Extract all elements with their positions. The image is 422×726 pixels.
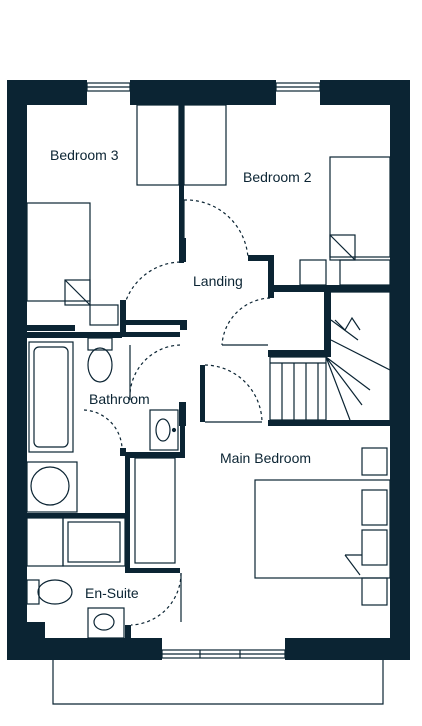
room-label-bedroom2: Bedroom 2: [243, 169, 312, 185]
wall-stair-landing: [268, 350, 331, 357]
toilet-bathroom: [87, 337, 113, 351]
basin-bedroom3: [89, 304, 119, 326]
wardrobe-bedroom2: [183, 104, 227, 186]
wall-bathroom-right: [180, 402, 185, 457]
wall-landing-right-upper: [268, 255, 274, 298]
outer-wall-bottom-left: [7, 638, 162, 660]
door-arc-bedroom2: [183, 199, 249, 259]
outer-wall-bottom-right: [285, 638, 410, 660]
shower-ensuite: [62, 517, 126, 567]
bedside-main-bedroom-bottom: [361, 577, 388, 606]
door-arc-bathroom-lower: [83, 409, 123, 449]
bath: [28, 341, 74, 453]
drawers-bedroom2-right: [339, 259, 391, 286]
wall-bathroom-bottom: [125, 452, 185, 458]
wall-ensuite-top: [27, 513, 127, 518]
toilet-ensuite: [26, 579, 40, 605]
wall-landing-right-return: [248, 255, 270, 261]
outer-wall-right: [390, 80, 410, 660]
staircase: [269, 291, 391, 421]
room-label-bathroom: Bathroom: [89, 391, 150, 407]
wall-ensuite-right: [125, 452, 130, 572]
wall-bedroom3-pier: [180, 320, 187, 330]
wall-stair-divider: [324, 288, 331, 356]
bed-bedroom2: [329, 156, 391, 258]
bed-bedroom3: [26, 202, 91, 302]
wall-landing-lower-post: [200, 365, 205, 422]
wall-ensuite-bottom: [125, 568, 180, 573]
door-arc-main-lower: [204, 364, 263, 424]
wall-landing-left-post: [120, 300, 126, 336]
wall-bathroom-top-right: [120, 332, 180, 337]
room-label-en-suite: En-Suite: [85, 585, 139, 601]
room-label-bedroom3: Bedroom 3: [50, 147, 119, 163]
balcony-outline: [52, 660, 384, 705]
room-label-main-bedroom: Main Bedroom: [220, 450, 312, 466]
bed-main-bedroom: [254, 479, 391, 579]
wall-bathroom-top: [27, 332, 122, 338]
door-arc-main-bedroom: [221, 297, 271, 346]
outer-wall-top-middle: [130, 80, 276, 105]
basin-bathroom: [149, 409, 179, 451]
partition-bed3-bed2: [179, 105, 184, 263]
outer-wall-notch: [27, 622, 45, 638]
cupboard-ensuite: [26, 517, 64, 567]
room-label-landing: Landing: [193, 273, 243, 289]
door-arc-landing-left: [121, 261, 181, 323]
wall-stair-bottom: [268, 420, 390, 426]
hot-water-cylinder: [30, 466, 70, 506]
wardrobe-main-bedroom: [134, 457, 176, 564]
drawers-bedroom2-left: [299, 259, 327, 286]
bedside-main-bedroom-top: [361, 447, 388, 476]
wardrobe-bedroom3: [136, 104, 180, 186]
wall-ensuite-lower: [125, 625, 131, 638]
bedside-bedroom3: [64, 279, 91, 306]
wall-bedroom3-bottom: [27, 325, 75, 331]
partition-bed3-stub: [179, 238, 186, 262]
wall-bathroom-ensuite-stub: [120, 448, 126, 456]
basin-ensuite: [87, 607, 125, 639]
outer-wall-left: [7, 80, 27, 660]
